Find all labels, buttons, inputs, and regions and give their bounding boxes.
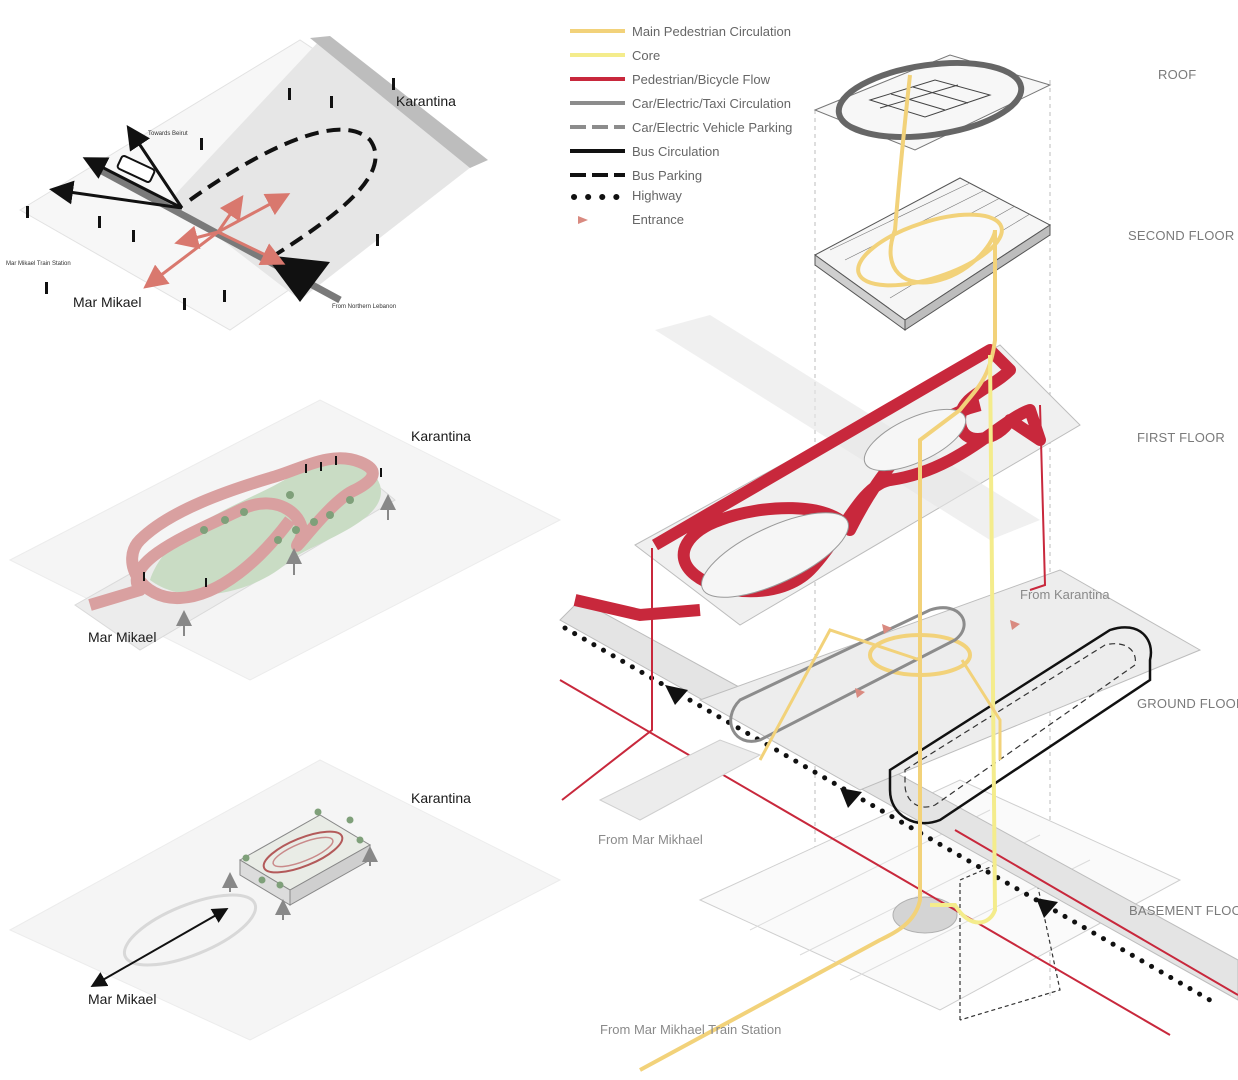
d2-mar-mikael-label: Mar Mikael — [88, 629, 156, 645]
floor-label-basement: BASEMENT FLOOR — [1129, 903, 1238, 918]
arrow-towards-beirut — [126, 125, 184, 209]
pedestrian-arrow-ne — [217, 193, 291, 234]
basement-bus-dash — [959, 849, 1061, 1021]
svg-text:Bus Parking: Bus Parking — [632, 168, 702, 183]
legend-item-highway: Highway — [571, 188, 682, 203]
floor-label-first: FIRST FLOOR — [1137, 430, 1225, 445]
legend-item-bus-circulation: Bus Circulation — [570, 144, 719, 159]
svg-text:Bus Circulation: Bus Circulation — [632, 144, 719, 159]
people-icons — [26, 78, 395, 310]
highway-arrow-1 — [665, 685, 688, 705]
svg-text:Highway: Highway — [632, 188, 682, 203]
svg-text:Main Pedestrian Circulation: Main Pedestrian Circulation — [632, 24, 791, 39]
legend-item-entrance: Entrance — [578, 212, 684, 227]
legend: Main Pedestrian Circulation Core Pedestr… — [570, 24, 792, 227]
car-loop — [729, 606, 966, 743]
pedestrian-branch — [758, 628, 921, 761]
d3-connection-arrow — [90, 908, 229, 987]
legend-item-main-pedestrian: Main Pedestrian Circulation — [570, 24, 791, 39]
from-mar-mikhael-label: From Mar Mikhael — [598, 832, 703, 847]
first-floor-inner-oval — [701, 512, 849, 598]
floor-label-second: SECOND FLOOR — [1128, 228, 1234, 243]
d3-inner-loop — [262, 830, 344, 874]
landscape-diagram: Karantina Mar Mikael — [8, 399, 562, 681]
svg-text:Core: Core — [632, 48, 660, 63]
core-line — [930, 354, 998, 925]
site-access-diagram: Karantina Mar Mikael Towards Beirut Mar … — [6, 36, 488, 331]
svg-text:Pedestrian/Bicycle Flow: Pedestrian/Bicycle Flow — [632, 72, 771, 87]
bike-drop-right — [1029, 404, 1047, 591]
cross-road — [598, 739, 762, 821]
floor-label-ground: GROUND FLOOR — [1137, 696, 1238, 711]
legend-item-core: Core — [570, 48, 660, 63]
d2-people-icons — [143, 456, 382, 587]
d2-bike-loop — [88, 452, 379, 611]
d1-train-station-label: Mar Mikael Train Station — [6, 261, 71, 267]
pedestrian-arrow-se — [217, 230, 286, 265]
d2-green-area — [150, 458, 381, 595]
pedestrian-arrow-w — [174, 225, 219, 250]
bike-drop-left — [561, 548, 653, 801]
bus-icon — [116, 155, 156, 183]
pedestrian-arrow-sw — [143, 230, 219, 289]
floor-label-roof: ROOF — [1158, 67, 1196, 82]
bus-parking-loop — [904, 643, 1136, 808]
highway-edge-red — [559, 679, 1171, 1036]
main-pedestrian-circulation — [639, 74, 997, 1072]
from-train-station-label: From Mar Mikhael Train Station — [600, 1022, 781, 1037]
pedestrian-branch-2 — [960, 659, 1002, 760]
bus-loop-dashed — [188, 127, 378, 257]
entrance-2 — [1010, 620, 1020, 630]
pedestrian-arrow-n — [216, 195, 244, 233]
highway-dotted — [562, 625, 1218, 1006]
site-edge-band — [310, 36, 488, 168]
highway-arrow-3 — [1036, 898, 1058, 918]
arrow-west-1 — [82, 157, 183, 210]
legend-item-car-circulation: Car/Electric/Taxi Circulation — [570, 96, 791, 111]
legend-item-bus-parking: Bus Parking — [570, 168, 702, 183]
svg-text:Car/Electric/Taxi Circulation: Car/Electric/Taxi Circulation — [632, 96, 791, 111]
d1-towards-beirut-label: Towards Beirut — [148, 131, 188, 137]
exploded-axonometric: ROOF SECOND FLOOR FIRST FLOOR GROUND FLO… — [559, 54, 1238, 1072]
d1-karantina-label: Karantina — [396, 93, 456, 109]
highway-edge-red-2 — [954, 829, 1238, 996]
d3-inner-loop-2 — [272, 836, 334, 868]
basement-slab — [698, 779, 1182, 1011]
roof-ring — [835, 60, 1025, 140]
arrow-from-northern-lebanon — [265, 255, 330, 302]
highway-arrow-2 — [840, 788, 862, 808]
arrow-west-2 — [49, 180, 183, 210]
ground-floor-slab — [698, 569, 1202, 791]
d2-karantina-label: Karantina — [411, 428, 471, 444]
d1-from-northern-lebanon-label: From Northern Lebanon — [332, 304, 396, 310]
bus-loop — [888, 626, 1153, 825]
entrance-3 — [855, 688, 865, 698]
legend-item-pedestrian-bicycle: Pedestrian/Bicycle Flow — [570, 72, 771, 87]
second-floor-side — [904, 224, 1051, 331]
legend-item-car-parking: Car/Electric Vehicle Parking — [570, 120, 792, 135]
d2-trees — [200, 491, 354, 544]
first-floor-ramp-red — [573, 594, 701, 622]
entrance-1 — [882, 624, 892, 634]
svg-text:Entrance: Entrance — [632, 212, 684, 227]
upper-floors-diagram: Karantina Mar Mikael — [8, 759, 562, 1041]
d3-trees — [242, 808, 364, 889]
d3-karantina-label: Karantina — [411, 790, 471, 806]
d3-mar-mikael-label: Mar Mikael — [88, 991, 156, 1007]
d1-mar-mikael-label: Mar Mikael — [73, 294, 141, 310]
from-karantina-label: From Karantina — [1020, 587, 1110, 602]
svg-text:Car/Electric Vehicle Parking: Car/Electric Vehicle Parking — [632, 120, 792, 135]
